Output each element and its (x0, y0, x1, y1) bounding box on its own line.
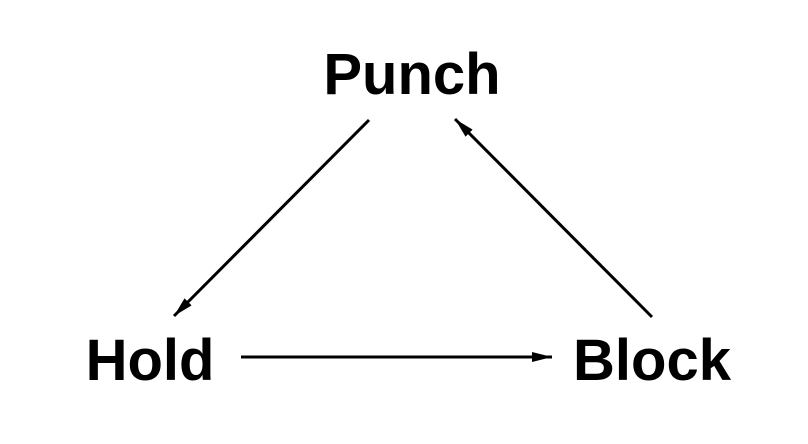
edge-punch-to-hold (172, 118, 371, 318)
node-hold: Hold (86, 328, 215, 393)
edge-block-to-punch (453, 117, 654, 319)
node-punch: Punch (323, 42, 500, 107)
node-block: Block (573, 328, 732, 393)
